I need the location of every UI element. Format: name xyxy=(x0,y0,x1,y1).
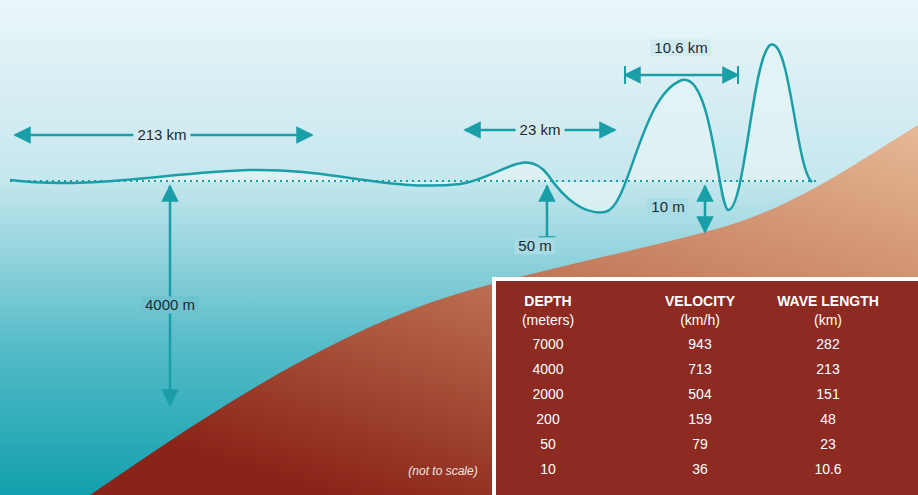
table-panel xyxy=(494,279,918,495)
table-unit: (km) xyxy=(814,312,842,328)
dimension-label: 213 km xyxy=(133,126,190,143)
table-cell: 48 xyxy=(820,411,836,427)
table-cell: 504 xyxy=(688,386,711,402)
table-header: VELOCITY xyxy=(665,293,735,309)
table-cell: 159 xyxy=(688,411,711,427)
table-unit: (meters) xyxy=(522,312,574,328)
table-cell: 23 xyxy=(820,436,836,452)
wave-profile xyxy=(10,44,812,212)
tick xyxy=(624,66,626,84)
tick xyxy=(737,66,739,84)
table-cell: 10 xyxy=(540,461,556,477)
dimension-label: 4000 m xyxy=(141,296,199,313)
table-cell: 36 xyxy=(692,461,708,477)
wave-fill xyxy=(10,44,812,212)
table-cell: 2000 xyxy=(532,386,563,402)
table-cell: 713 xyxy=(688,361,711,377)
table-cell: 213 xyxy=(816,361,839,377)
table-cell: 4000 xyxy=(532,361,563,377)
dimension-label: 23 km xyxy=(516,121,565,138)
dimension-label: 10.6 km xyxy=(650,39,711,56)
dimension-label: 10 m xyxy=(647,198,688,215)
table-cell: 943 xyxy=(688,336,711,352)
table-cell: 50 xyxy=(540,436,556,452)
note-text: (not to scale) xyxy=(408,465,477,479)
table-header: DEPTH xyxy=(524,293,571,309)
table-cell: 7000 xyxy=(532,336,563,352)
table-cell: 282 xyxy=(816,336,839,352)
dimension-label: 50 m xyxy=(514,237,555,254)
table-cell: 200 xyxy=(536,411,559,427)
table-header: WAVE LENGTH xyxy=(777,293,879,309)
table-cell: 151 xyxy=(816,386,839,402)
table-unit: (km/h) xyxy=(680,312,720,328)
table-cell: 79 xyxy=(692,436,708,452)
table-cell: 10.6 xyxy=(814,461,841,477)
